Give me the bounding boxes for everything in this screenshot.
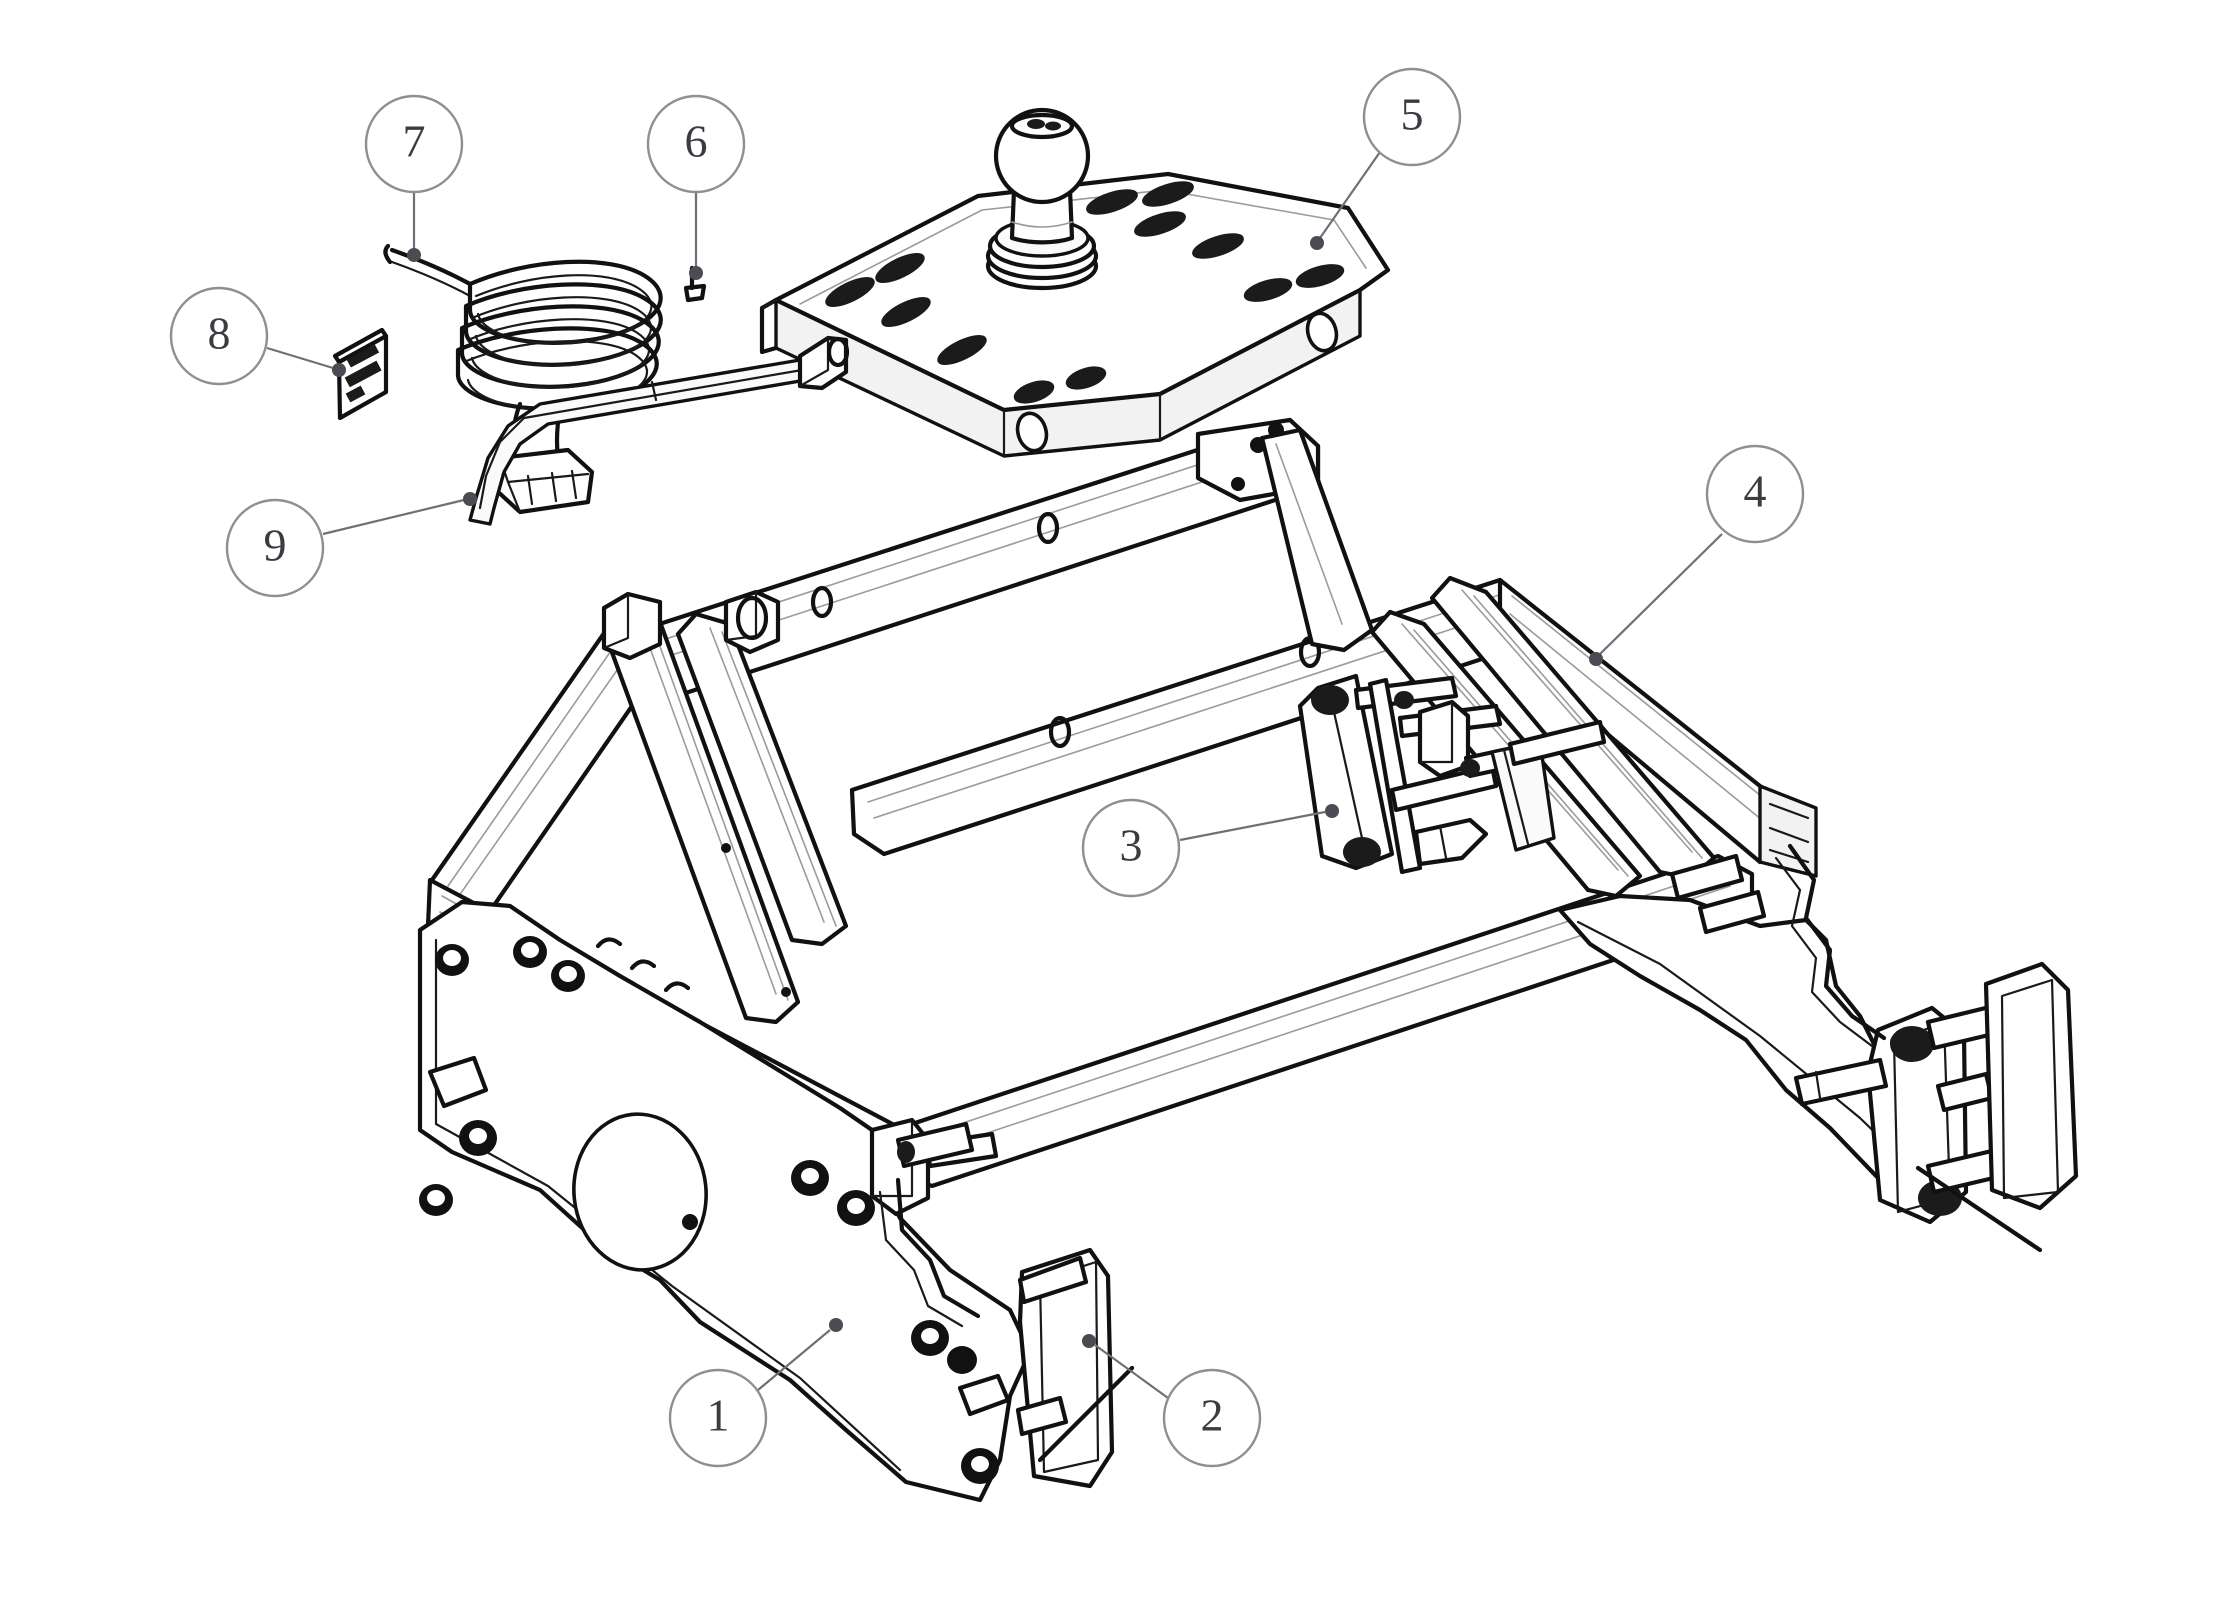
callout-9-bubble[interactable]: [225, 498, 325, 598]
callout-1-number: 1: [707, 1390, 730, 1441]
callout-8-leader-line: [266, 346, 334, 370]
callout-8-number: 8: [208, 308, 231, 359]
frame-right-upright: [1259, 427, 1375, 653]
frame-top-mid-tab: [723, 589, 781, 655]
callout-8[interactable]: 8: [169, 286, 346, 386]
frame-left-rail-bolt-bumps: [595, 937, 691, 993]
callout-8-bubble[interactable]: [169, 286, 269, 386]
callout-8-arrow-icon: [332, 363, 346, 377]
callout-3-leader-line: [1179, 810, 1326, 842]
callout-2-number: 2: [1201, 1390, 1224, 1441]
callout-1[interactable]: 1: [668, 1318, 843, 1468]
callout-6-bubble[interactable]: [646, 94, 746, 194]
callout-7[interactable]: 7: [364, 94, 464, 262]
callout-3-arrow-icon: [1325, 804, 1339, 818]
frame-right-arm: [1774, 843, 1887, 1048]
callout-4-arrow-icon: [1589, 652, 1603, 666]
part-center-latch-linkage: [1297, 673, 1556, 875]
callout-4[interactable]: 4: [1589, 444, 1805, 666]
callout-7-bubble[interactable]: [364, 94, 464, 194]
callout-1-leader-line: [757, 1329, 831, 1391]
callout-5[interactable]: 5: [1310, 67, 1462, 250]
part-attachment-bracket-left: [1015, 1247, 1135, 1489]
callout-2-leader-line: [1094, 1344, 1169, 1399]
frame-right-rail-pins: [1669, 853, 1767, 935]
callout-4-number: 4: [1744, 466, 1767, 517]
callout-6-arrow-icon: [689, 266, 703, 280]
callout-5-number: 5: [1401, 89, 1424, 140]
frame-top-left-corner-bracket: [601, 591, 663, 661]
head-plate-slots: [825, 181, 1345, 453]
frame-left-arm: [878, 1177, 981, 1328]
frame-left-rail-pins: [895, 1121, 975, 1169]
callout-2-bubble[interactable]: [1162, 1368, 1262, 1468]
callout-4-bubble[interactable]: [1705, 444, 1805, 544]
callout-5-arrow-icon: [1310, 236, 1324, 250]
part-attachment-bracket-right: [1793, 961, 2079, 1253]
callout-6[interactable]: 6: [646, 94, 746, 280]
part-ball-mount-head-plate: [759, 107, 1391, 458]
part-warning-label-decal: [332, 327, 389, 421]
callout-9-leader-line: [322, 498, 465, 536]
callout-3[interactable]: 3: [1081, 798, 1339, 898]
callout-5-leader-line: [1319, 151, 1381, 239]
callout-1-bubble[interactable]: [668, 1368, 768, 1468]
callout-6-number: 6: [685, 116, 708, 167]
part-safety-cable-coiled: [383, 243, 663, 515]
callout-9-arrow-icon: [463, 492, 477, 506]
callout-7-arrow-icon: [407, 248, 421, 262]
callout-2-arrow-icon: [1082, 1334, 1096, 1348]
callout-7-number: 7: [403, 116, 426, 167]
callout-4-leader-line: [1599, 533, 1723, 655]
frame-mid-right-strut: [1507, 719, 1607, 767]
callout-2[interactable]: 2: [1082, 1334, 1262, 1468]
frame-right-upper-rail: [1497, 577, 1818, 878]
callout-layer: 1 2 3 4 5 6 7 8 9: [169, 67, 1805, 1468]
callout-5-bubble[interactable]: [1362, 67, 1462, 167]
callout-9-number: 9: [264, 520, 287, 571]
callout-9[interactable]: 9: [225, 492, 477, 598]
callout-3-number: 3: [1120, 820, 1143, 871]
callout-1-arrow-icon: [829, 1318, 843, 1332]
callout-3-bubble[interactable]: [1081, 798, 1181, 898]
